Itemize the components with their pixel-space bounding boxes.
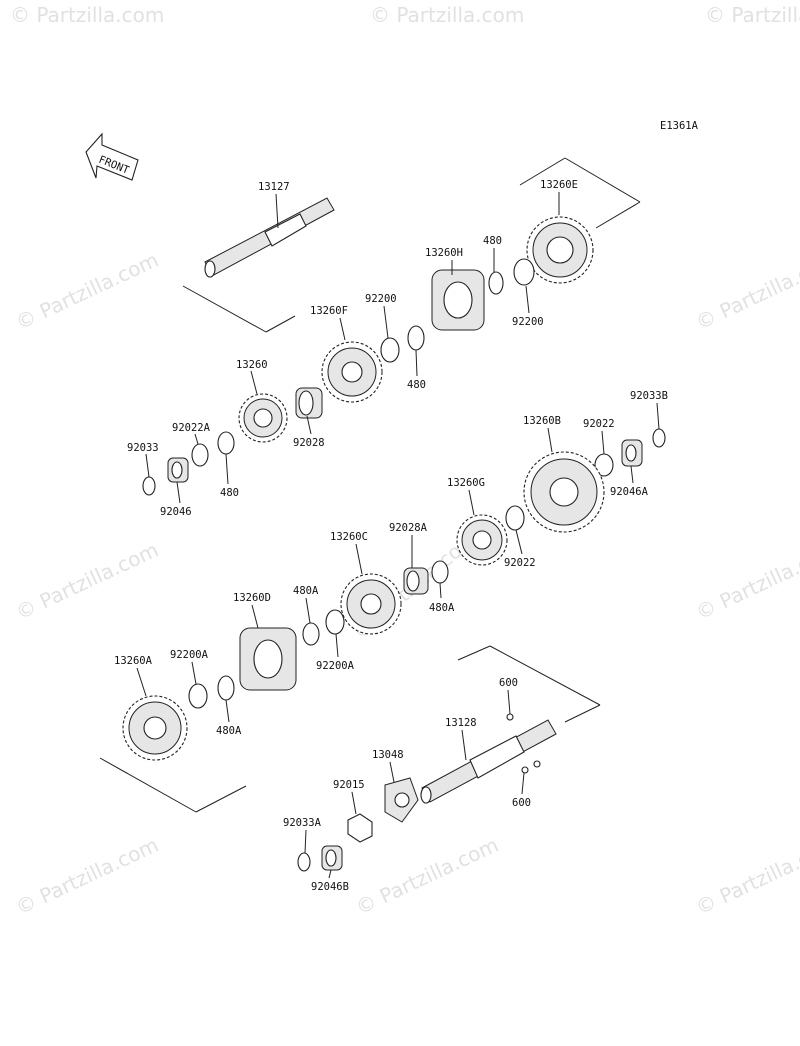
label-13260E: 13260E: [540, 179, 578, 191]
label-92200A: 92200A: [316, 660, 355, 672]
watermark: © Partzilla.com: [10, 3, 164, 27]
label-13260: 13260: [236, 359, 268, 371]
label-13260A: 13260A: [114, 655, 153, 667]
bearing-92046A: [621, 439, 643, 467]
bearing-92046: [167, 457, 189, 483]
watermark: © Partzilla.com: [705, 3, 800, 27]
circlip-480A: [217, 675, 235, 701]
label-13127: 13127: [258, 181, 290, 193]
washer-92200A: [188, 683, 208, 709]
circlip-92033A: [297, 852, 311, 872]
gear-13260D: [239, 627, 297, 691]
label-480: 480: [407, 379, 426, 391]
gear-13260E: [519, 157, 641, 284]
label-13260F: 13260F: [310, 305, 348, 317]
label-92022: 92022: [583, 418, 615, 430]
bearing-92046B: [321, 845, 343, 871]
label-600: 600: [499, 677, 518, 689]
shaft-13128: [420, 645, 601, 804]
label-92033A: 92033A: [283, 817, 322, 829]
label-13260C: 13260C: [330, 531, 368, 543]
bushing-92028A: [403, 567, 429, 595]
label-92015: 92015: [333, 779, 365, 791]
washer-92200: [380, 337, 400, 363]
watermark: © Partzilla.com: [352, 833, 502, 920]
circlip-480A: [431, 560, 449, 584]
label-480A: 480A: [429, 602, 455, 614]
label-92033B: 92033B: [630, 390, 668, 402]
label-92046B: 92046B: [311, 881, 349, 893]
gear-13260G: [456, 514, 508, 566]
watermark: © Partzilla.com: [692, 538, 800, 625]
circlip-92033B: [652, 428, 666, 448]
watermark: © Partzilla.com: [692, 833, 800, 920]
watermark: © Partzilla.com: [692, 248, 800, 335]
watermark: © Partzilla.com: [12, 538, 162, 625]
gear-13260: [238, 393, 288, 443]
gear-13260A: [99, 695, 247, 813]
gear-13260H: [431, 269, 485, 331]
label-600: 600: [512, 797, 531, 809]
ball-600: [506, 713, 514, 721]
label-480: 480: [220, 487, 239, 499]
shaft-13127: [182, 197, 335, 333]
label-92028A: 92028A: [389, 522, 428, 534]
label-13128: 13128: [445, 717, 477, 729]
label-92200A: 92200A: [170, 649, 209, 661]
watermark: © Partzilla.com: [370, 3, 524, 27]
circlip-92033: [142, 476, 156, 496]
circlip-480: [407, 325, 425, 351]
label-13260D: 13260D: [233, 592, 271, 604]
label-92028: 92028: [293, 437, 325, 449]
nut-92015: [347, 813, 373, 843]
label-13048: 13048: [372, 749, 404, 761]
gear-13260B: [523, 451, 605, 533]
ball-600: [521, 766, 529, 774]
washer-92022: [505, 505, 525, 531]
washer-92022A: [191, 443, 209, 467]
label-92046A: 92046A: [610, 486, 649, 498]
circlip-480: [217, 431, 235, 455]
label-13260G: 13260G: [447, 477, 485, 489]
diagram-code: E1361A: [660, 120, 699, 132]
front-arrow: FRONT: [85, 132, 139, 181]
washer-92200: [513, 258, 535, 286]
circlip-480A: [302, 622, 320, 646]
circlip-480: [488, 271, 504, 295]
label-92022A: 92022A: [172, 422, 211, 434]
washer-92200A: [325, 609, 345, 635]
gear-13260C: [340, 573, 402, 635]
label-92046: 92046: [160, 506, 192, 518]
watermark: © Partzilla.com: [12, 833, 162, 920]
bushing-92028: [295, 387, 323, 419]
label-480: 480: [483, 235, 502, 247]
part-labels: 13127 13260E 480 13260H 92200 92200 1326…: [114, 179, 668, 893]
label-92033: 92033: [127, 442, 159, 454]
label-92022: 92022: [504, 557, 536, 569]
label-480A: 480A: [293, 585, 319, 597]
label-92200: 92200: [512, 316, 544, 328]
part-13048: [384, 777, 419, 823]
label-92200: 92200: [365, 293, 397, 305]
leader-lines: [136, 192, 660, 879]
gear-13260F: [321, 341, 383, 403]
label-480A: 480A: [216, 725, 242, 737]
ball-600: [533, 760, 541, 768]
label-13260H: 13260H: [425, 247, 463, 259]
label-13260B: 13260B: [523, 415, 561, 427]
watermark: © Partzilla.com: [12, 248, 162, 335]
